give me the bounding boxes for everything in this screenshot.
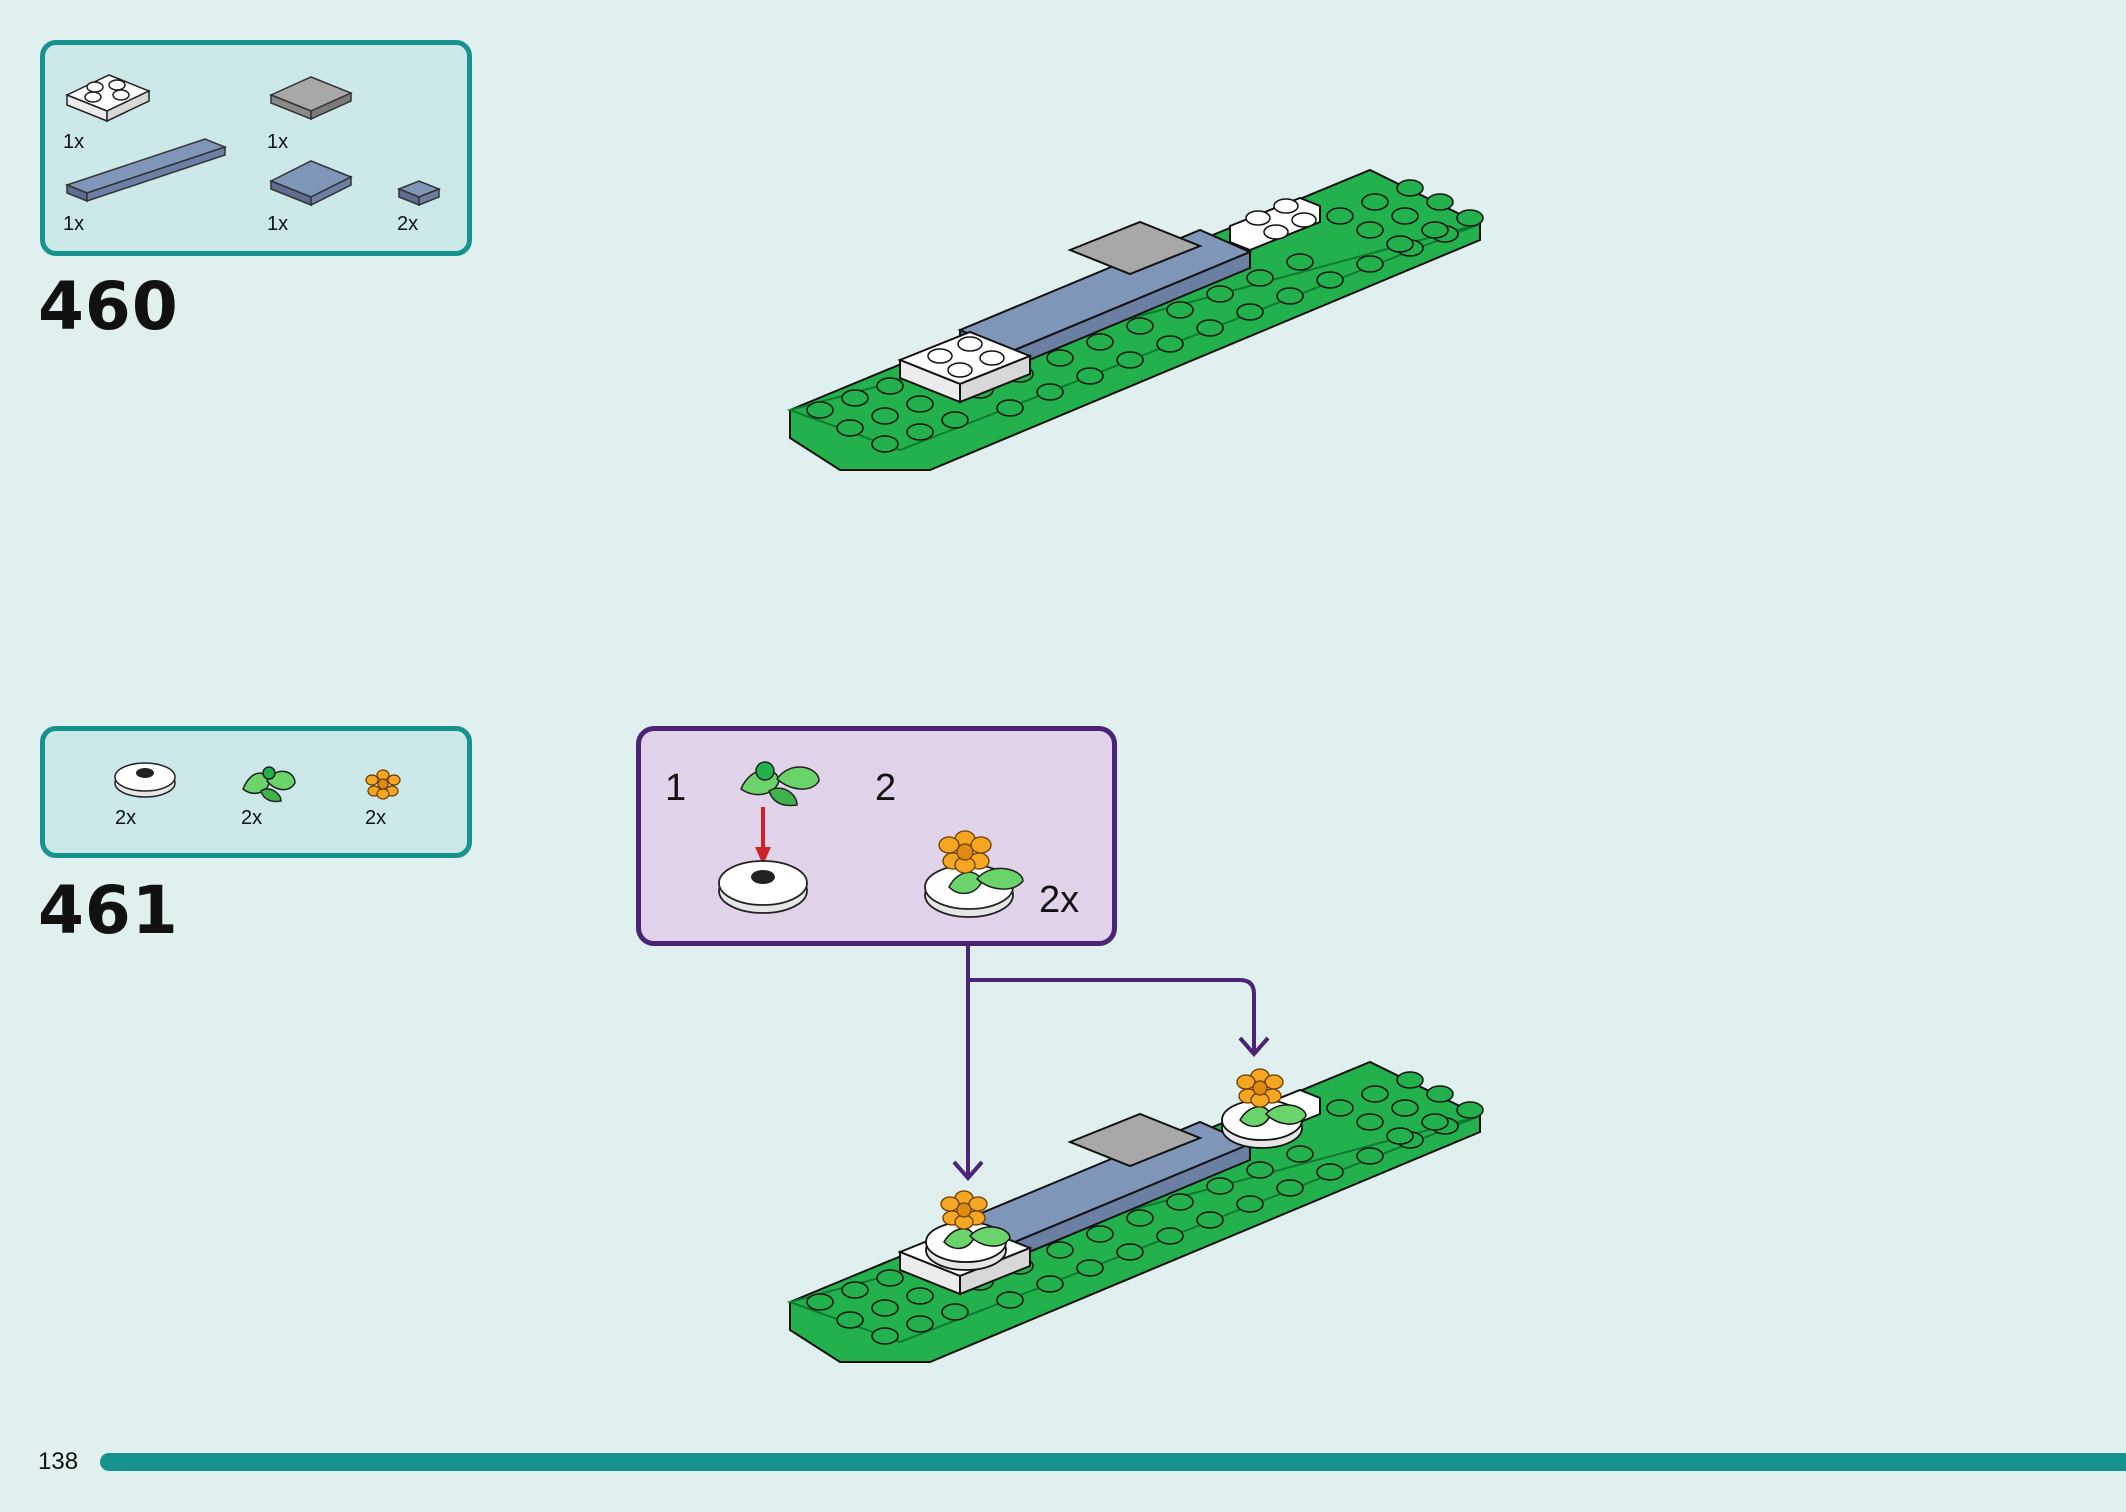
green-leaves-icon (740, 761, 820, 807)
substep-label-1: 1 (665, 767, 687, 809)
model-step-461 (786, 1060, 1484, 1363)
orange-flower-icon (365, 769, 401, 800)
parts-box-461: 2x 2x 2x (40, 726, 472, 858)
substep-box: 1 2 2x (636, 726, 1117, 946)
part-qty: 2x (115, 807, 137, 829)
flower-assembly-icon (924, 830, 1024, 918)
gray-tile-icon (269, 76, 353, 121)
step-number-460: 460 (38, 268, 179, 345)
substep-multiplier: 2x (1039, 879, 1080, 921)
part-qty: 1x (63, 131, 85, 153)
part-qty: 1x (63, 213, 85, 235)
blue-small-tile-icon (396, 180, 442, 207)
substep-label-2: 2 (875, 767, 897, 809)
part-qty: 1x (267, 131, 289, 153)
part-qty: 2x (397, 213, 419, 235)
white-round-plate-icon (114, 762, 176, 798)
page-progress-bar (100, 1453, 2126, 1471)
white-round-plate-icon (718, 860, 808, 914)
step-number-461: 461 (38, 872, 179, 949)
parts-box-460: 1x 1x 1x 1x 2x (40, 40, 472, 256)
green-leaves-icon (242, 766, 296, 803)
blue-long-tile-icon (64, 138, 228, 203)
white-2x2-plate-icon (65, 74, 151, 123)
down-arrow-icon (755, 807, 771, 865)
part-qty: 2x (365, 807, 387, 829)
model-step-460 (786, 168, 1484, 471)
callout-arrows (952, 944, 1270, 1182)
part-qty: 2x (241, 807, 263, 829)
page-number: 138 (38, 1448, 79, 1475)
part-qty: 1x (267, 213, 289, 235)
blue-square-tile-icon (269, 160, 353, 207)
